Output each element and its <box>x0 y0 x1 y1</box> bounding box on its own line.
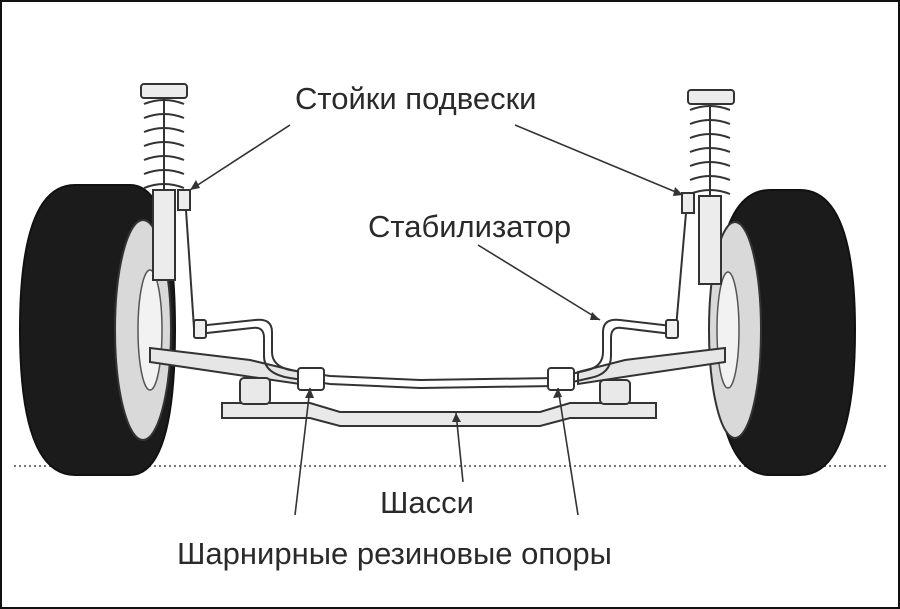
chassis-crossmember <box>221 377 657 427</box>
stabilizer-label: Стабилизатор <box>368 209 572 244</box>
right-wheel <box>708 189 857 476</box>
struts-label: Стойки подвески <box>295 81 537 116</box>
bushings-label: Шарнирные резиновые опоры <box>177 536 612 571</box>
leader-lines <box>189 124 684 516</box>
chassis-label: Шасси <box>380 485 474 520</box>
leader-arrows <box>190 180 683 422</box>
stabilizer-end-links <box>193 319 679 339</box>
rubber-bushings <box>297 367 575 391</box>
left-strut <box>140 83 195 329</box>
lower-control-arms <box>149 346 726 386</box>
right-strut <box>675 89 735 329</box>
left-wheel <box>18 184 177 476</box>
stabilizer-bar <box>197 318 673 390</box>
